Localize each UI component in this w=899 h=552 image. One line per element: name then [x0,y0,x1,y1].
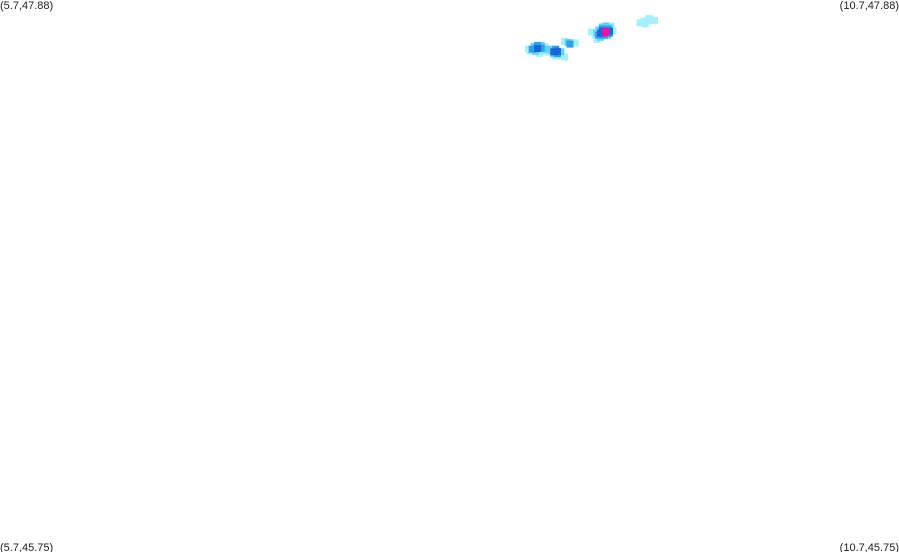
precip-cell-light [535,49,543,57]
precip-cell-light [593,35,601,43]
precip-cell-light [561,38,569,45]
precip-cell-cyan [544,45,552,53]
precip-cell-light [561,53,569,61]
corner-label-top-left: (5.7,47.88) [0,0,54,12]
precip-cell-light [571,39,579,47]
precip-cell-dark [534,45,542,52]
corner-label-top-right: (10.7,47.88) [839,0,899,12]
precip-cell-cyan [541,45,549,53]
precip-cell-light [609,27,617,35]
corner-label-bottom-right: (10.7,45.75) [839,542,899,552]
precip-cell-dark [553,47,561,55]
precip-cell-dark [550,48,558,56]
precip-cell-light [645,14,653,22]
precip-cell-magenta [602,29,610,37]
precip-cell-dark [597,29,604,37]
precip-cell-light [642,20,649,28]
precip-cell-light [636,19,644,27]
precip-cell-dark [606,27,613,35]
precip-cell-light [588,28,595,36]
precip-cell-medium [566,40,574,48]
precip-cell-medium [528,45,536,53]
precip-cell-light [651,17,658,25]
precip-cell-cyan [557,48,565,56]
corner-label-bottom-left: (5.7,45.75) [0,542,54,552]
precip-cell-medium [537,44,545,52]
